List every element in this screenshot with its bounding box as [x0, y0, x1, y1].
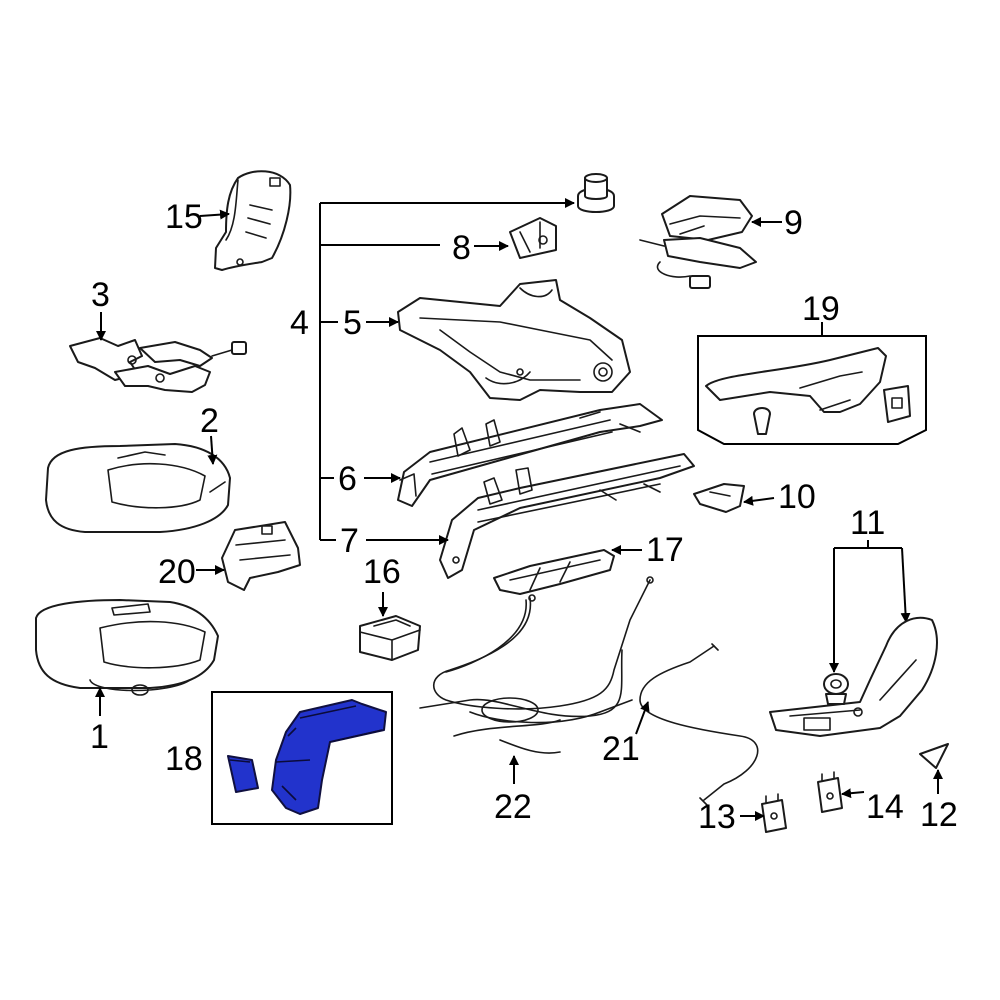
leader-21 — [635, 701, 650, 735]
callout-11: 11 — [850, 504, 885, 542]
part-4-cap[interactable] — [577, 173, 615, 213]
callout-13: 13 — [698, 798, 736, 836]
part-11-side-shield[interactable] — [769, 616, 938, 737]
callout-2: 2 — [200, 402, 219, 440]
callout-12: 12 — [920, 796, 958, 834]
callout-8: 8 — [452, 229, 471, 267]
part-2-cushion-cover[interactable] — [45, 443, 231, 533]
part-13-switch[interactable] — [761, 793, 787, 833]
part-3-sensor-mat[interactable] — [69, 337, 247, 393]
part-20-bracket[interactable] — [221, 521, 301, 591]
group-4-bracket — [319, 198, 575, 541]
part-22-wire-harness[interactable] — [419, 576, 654, 754]
part-1-cushion-pad[interactable] — [35, 599, 219, 696]
part-18-group-box — [211, 691, 393, 825]
callout-19: 19 — [802, 290, 840, 328]
part-12-cap[interactable] — [919, 743, 949, 769]
part-14-switch[interactable] — [817, 771, 843, 813]
callout-3: 3 — [91, 276, 110, 314]
part-10-clip[interactable] — [693, 483, 745, 513]
callout-17: 17 — [646, 531, 684, 569]
leader-10 — [743, 495, 775, 506]
leader-2 — [207, 435, 218, 465]
callout-5: 5 — [343, 304, 362, 342]
part-19-group-box — [697, 335, 927, 445]
part-21-cable[interactable] — [639, 643, 759, 807]
callout-1: 1 — [90, 718, 109, 756]
part-18-seat-side-trim-highlighted[interactable] — [227, 699, 387, 815]
callout-20: 20 — [158, 553, 196, 591]
part-11-knob[interactable] — [823, 673, 849, 705]
callout-7: 7 — [340, 522, 359, 560]
callout-4: 4 — [290, 304, 309, 342]
callout-18: 18 — [165, 740, 203, 778]
callout-21: 21 — [602, 730, 640, 768]
part-17-tray[interactable] — [493, 549, 615, 595]
callout-15: 15 — [165, 198, 203, 236]
part-5-seat-frame[interactable] — [397, 279, 631, 401]
part-19-trim-pieces[interactable] — [705, 347, 911, 435]
leader-14 — [841, 788, 865, 799]
part-9-adjuster-motor[interactable] — [639, 195, 757, 289]
callout-22: 22 — [494, 788, 532, 826]
part-8-bracket[interactable] — [509, 217, 557, 259]
part-16-module[interactable] — [359, 615, 421, 661]
leader-15 — [199, 209, 230, 220]
part-6-seat-track[interactable] — [397, 403, 663, 507]
callout-6: 6 — [338, 460, 357, 498]
callout-10: 10 — [778, 478, 816, 516]
leader-11b — [900, 547, 911, 623]
part-7-seat-track[interactable] — [439, 453, 695, 579]
part-15-side-cover[interactable] — [214, 170, 292, 271]
callout-16: 16 — [363, 553, 401, 591]
callout-14: 14 — [866, 788, 904, 826]
callout-9: 9 — [784, 204, 803, 242]
